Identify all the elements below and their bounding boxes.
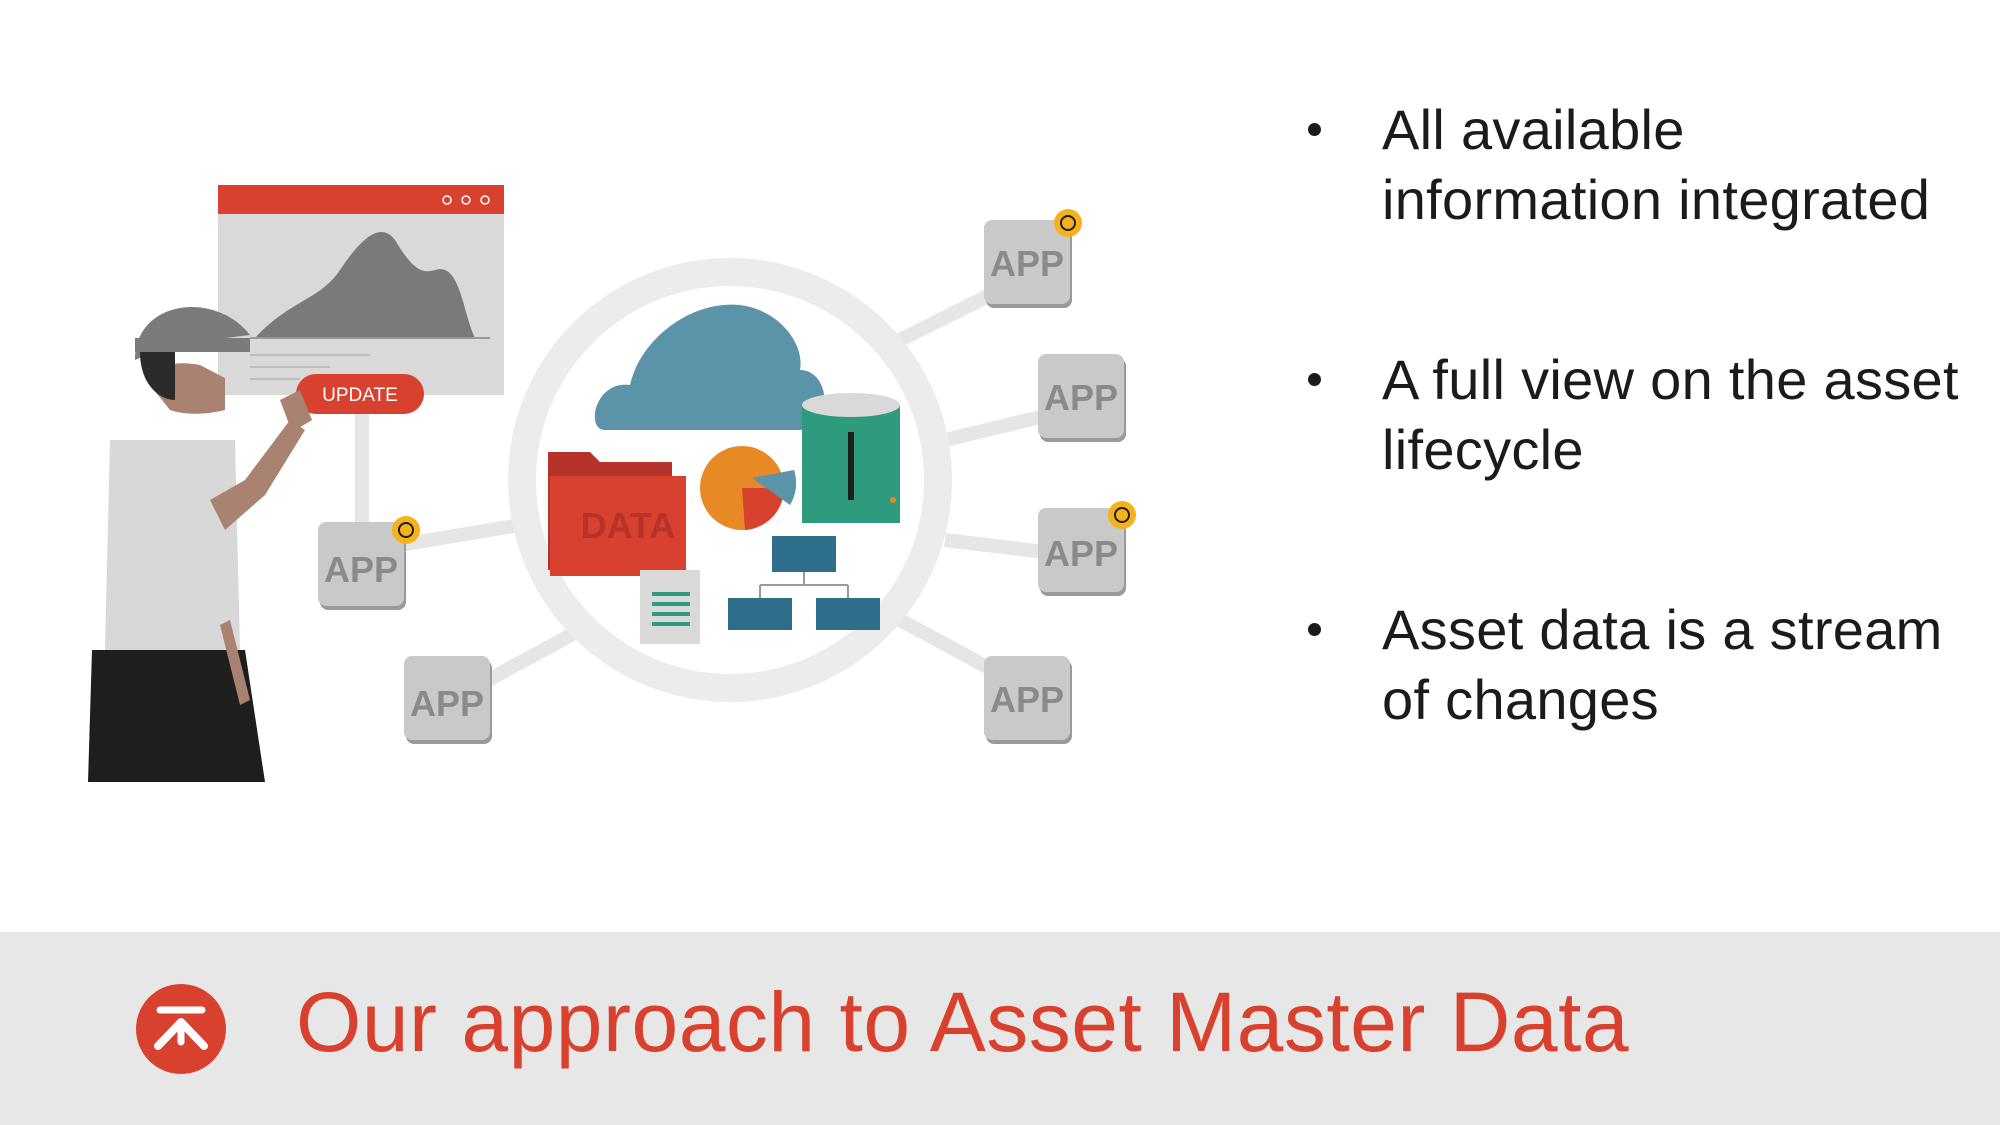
up-arrow-logo-icon	[136, 984, 226, 1074]
browser-window	[218, 185, 504, 395]
app-box-right-1: APP	[984, 209, 1082, 308]
update-button[interactable]: UPDATE	[296, 374, 424, 414]
cloud-icon	[594, 304, 825, 430]
bullet-item: A full view on the asset lifecycle	[1300, 345, 1960, 485]
bullet-dot-icon	[1308, 373, 1321, 386]
app-box-right-3: APP	[1038, 501, 1136, 596]
sync-icon	[1108, 501, 1136, 529]
app-label: APP	[324, 549, 398, 590]
bullet-text: All available information integrated	[1382, 98, 1931, 231]
app-box-right-4: APP	[984, 656, 1072, 744]
app-label: APP	[1044, 533, 1118, 574]
bullet-list: All available information integrated A f…	[1300, 95, 1960, 735]
database-icon	[802, 393, 900, 523]
app-label: APP	[990, 679, 1064, 720]
asset-data-illustration: UPDATE DATA	[88, 185, 1136, 782]
org-chart-icon	[728, 536, 880, 630]
bullet-item: All available information integrated	[1300, 95, 1960, 235]
data-folder-icon: DATA	[548, 452, 686, 576]
bullet-dot-icon	[1308, 123, 1321, 136]
data-folder-label: DATA	[581, 505, 676, 546]
app-label: APP	[1044, 377, 1118, 418]
pie-chart-icon	[700, 446, 797, 530]
worker-figure	[88, 307, 312, 782]
app-box-left-lower: APP	[404, 656, 492, 744]
sync-icon	[1054, 209, 1082, 237]
bullet-item: Asset data is a stream of changes	[1300, 595, 1960, 735]
app-box-right-2: APP	[1038, 354, 1126, 442]
bullet-text: Asset data is a stream of changes	[1382, 598, 1943, 731]
sync-icon	[392, 516, 420, 544]
bullet-dot-icon	[1308, 623, 1321, 636]
app-box-left-upper: APP	[318, 516, 420, 610]
update-button-label: UPDATE	[322, 385, 398, 406]
app-label: APP	[990, 243, 1064, 284]
app-label: APP	[410, 683, 484, 724]
document-icon	[640, 570, 700, 644]
footer-bar: Our approach to Asset Master Data	[0, 932, 2000, 1125]
hub-ring	[508, 258, 952, 702]
bullet-text: A full view on the asset lifecycle	[1382, 348, 1959, 481]
slide-title: Our approach to Asset Master Data	[296, 975, 1630, 1069]
